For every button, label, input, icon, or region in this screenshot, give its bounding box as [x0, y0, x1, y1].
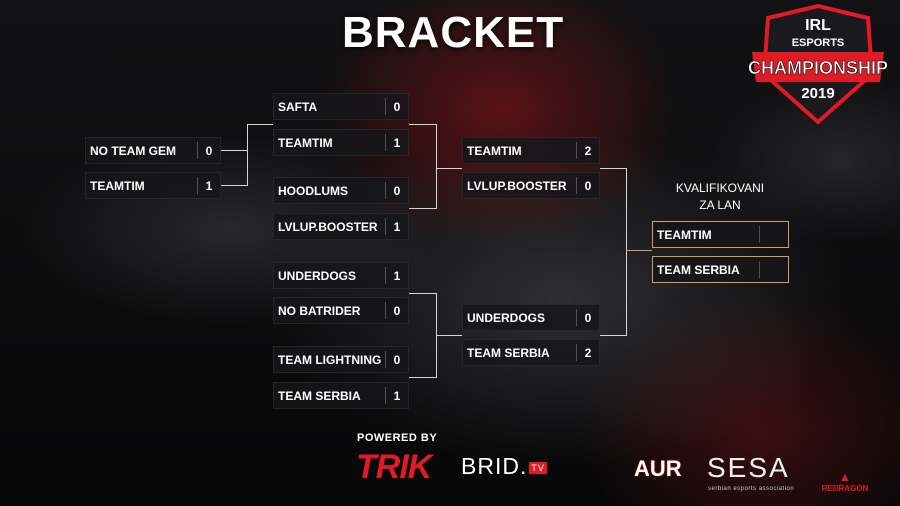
team-score: 0 [205, 144, 213, 158]
team-name: TEAMTIM [278, 136, 333, 150]
team-name: TEAMTIM [467, 144, 522, 158]
slot-divider [385, 351, 386, 368]
championship-logo: IRL ESPORTS CHAMPIONSHIP 2019 [748, 4, 888, 125]
slot-divider [759, 226, 760, 243]
team-name: TEAMTIM [90, 179, 145, 193]
team-slot: LVLUP.BOOSTER 0 [462, 172, 600, 199]
team-score: 0 [393, 100, 401, 114]
bracket-connector [221, 150, 248, 151]
brid-tv-logo: BRID.TV [461, 453, 547, 480]
slot-divider [576, 177, 577, 194]
team-score: 0 [584, 311, 592, 325]
redragon-emblem-icon: ▲ [839, 470, 851, 484]
bracket-connector [409, 124, 437, 125]
team-slot: TEAMTIM 2 [462, 137, 600, 164]
team-slot: TEAM LIGHTNING 0 [273, 346, 409, 373]
slot-divider [385, 387, 386, 404]
final-header-line1: KVALIFIKOVANI [675, 181, 765, 195]
page-title: BRACKET [342, 8, 565, 57]
sesa-logo: SESA [707, 452, 790, 483]
bracket-connector [436, 335, 462, 336]
final-connector [626, 250, 652, 251]
brid-tv-badge: TV [529, 461, 547, 474]
logo-championship: CHAMPIONSHIP [748, 58, 888, 78]
team-name: LVLUP.BOOSTER [467, 179, 567, 193]
slot-divider [385, 218, 386, 235]
slot-divider [576, 309, 577, 326]
team-name: UNDERDOGS [278, 269, 357, 283]
powered-by-label: POWERED BY [357, 432, 438, 444]
bracket-connector [247, 124, 273, 125]
team-score: 0 [393, 353, 401, 367]
slot-divider [385, 302, 386, 319]
slot-divider [197, 177, 198, 194]
team-name: TEAMTIM [657, 228, 712, 242]
team-name: UNDERDOGS [467, 311, 546, 325]
brid-logo-text: BRID. [461, 453, 528, 479]
aur-logo: AUR [634, 456, 682, 481]
team-score: 1 [205, 179, 213, 193]
logo-year: 2019 [801, 85, 834, 102]
team-name: SAFTA [278, 100, 318, 114]
final-header: KVALIFIKOVANI ZA LAN [650, 180, 790, 214]
team-slot: SAFTA 0 [273, 93, 409, 120]
team-slot: UNDERDOGS 0 [462, 304, 600, 331]
slot-divider [385, 267, 386, 284]
bracket-connector [600, 335, 627, 336]
team-slot: TEAMTIM [652, 221, 789, 248]
team-score: 0 [393, 304, 401, 318]
redragon-logo-text: REDRAGON [821, 484, 869, 493]
slot-divider [759, 261, 760, 278]
team-name: TEAM SERBIA [467, 346, 550, 360]
team-score: 1 [393, 136, 401, 150]
slot-divider [576, 142, 577, 159]
team-slot: LVLUP.BOOSTER 1 [273, 213, 409, 240]
team-slot: TEAM SERBIA 1 [273, 382, 409, 409]
bracket-connector [436, 124, 437, 209]
team-score: 2 [584, 144, 592, 158]
team-score: 1 [393, 389, 401, 403]
team-name: LVLUP.BOOSTER [278, 220, 378, 234]
redragon-logo: ▲ REDRAGON [814, 470, 876, 496]
team-name: NO TEAM GEM [90, 144, 176, 158]
team-name: HOODLUMS [278, 184, 348, 198]
team-slot: NO BATRIDER 0 [273, 297, 409, 324]
team-name: NO BATRIDER [278, 304, 361, 318]
slot-divider [197, 142, 198, 159]
bracket-connector [409, 377, 437, 378]
bracket-connector [409, 293, 437, 294]
team-score: 2 [584, 346, 592, 360]
slot-divider [576, 344, 577, 361]
slot-divider [385, 98, 386, 115]
team-name: TEAM LIGHTNING [278, 353, 382, 367]
team-name: TEAM SERBIA [278, 389, 361, 403]
team-slot: TEAMTIM 1 [85, 172, 221, 199]
bracket-connector [247, 124, 248, 186]
team-slot: HOODLUMS 0 [273, 177, 409, 204]
slot-divider [385, 134, 386, 151]
team-slot: NO TEAM GEM 0 [85, 137, 221, 164]
team-score: 0 [393, 184, 401, 198]
team-score: 0 [584, 179, 592, 193]
trik-logo: TRIK [356, 448, 432, 486]
team-slot: TEAM SERBIA [652, 256, 789, 283]
team-score: 1 [393, 220, 401, 234]
sesa-subtitle: serbian esports association [708, 486, 795, 492]
final-header-line2: ZA LAN [699, 198, 741, 212]
team-slot: UNDERDOGS 1 [273, 262, 409, 289]
bracket-connector [436, 168, 462, 169]
logo-irl: IRL [805, 17, 831, 34]
team-score: 1 [393, 269, 401, 283]
logo-esports: ESPORTS [792, 37, 845, 49]
bracket-connector [626, 168, 627, 336]
bracket-connector [221, 185, 248, 186]
bracket-connector [600, 168, 627, 169]
team-slot: TEAM SERBIA 2 [462, 339, 600, 366]
team-slot: TEAMTIM 1 [273, 129, 409, 156]
bracket-connector [409, 208, 437, 209]
team-name: TEAM SERBIA [657, 263, 740, 277]
slot-divider [385, 182, 386, 199]
